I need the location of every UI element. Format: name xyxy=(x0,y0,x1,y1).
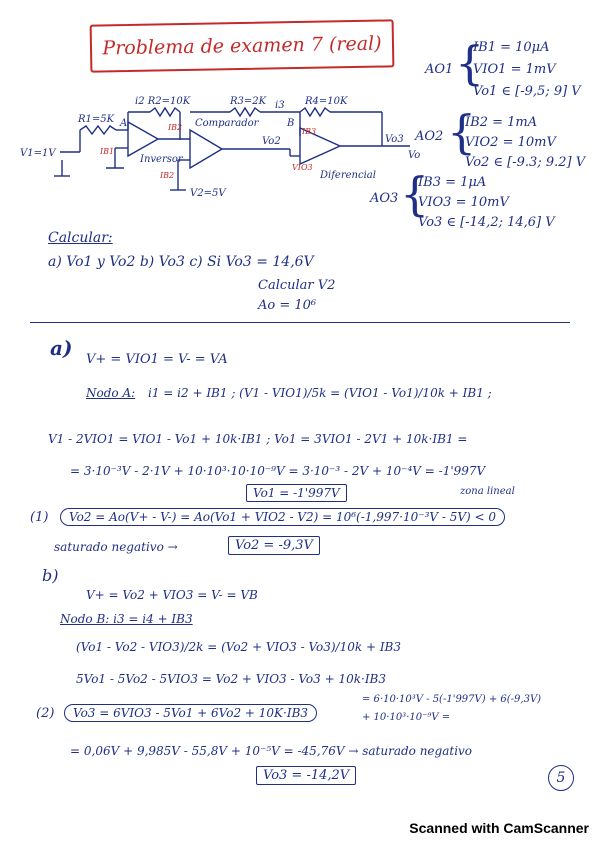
tasks-heading: Calcular: xyxy=(48,230,113,246)
spec-line: IB3 = 1μA xyxy=(418,175,487,190)
label-v2: V2=5V xyxy=(190,188,227,199)
page-title-text: Problema de examen 7 (real) xyxy=(102,32,382,60)
page-number: 5 xyxy=(548,765,574,791)
resistor-r2 xyxy=(149,106,181,118)
part-a-eq5-num: (1) xyxy=(30,510,49,525)
circuit-diagram: V1=1V R1=5K i2 R2=10K R3=2K i3 R4=10K A … xyxy=(20,96,420,199)
opamp-ao2 xyxy=(189,128,224,170)
part-b-eq4b: = 6·10·10³V - 5(-1'997V) + 6(-9,3V) xyxy=(362,694,542,705)
label-vo: Vo xyxy=(408,150,420,161)
part-a-eq5: Vo2 = Ao(V+ - V-) = Ao(Vo1 + VIO2 - V2) … xyxy=(60,508,506,526)
brace-icon: { xyxy=(455,36,485,90)
label-r1: R1=5K xyxy=(77,114,115,125)
spec-line: VIO3 = 10mV xyxy=(418,195,509,210)
resistor-r1 xyxy=(79,124,117,136)
label-b: B xyxy=(286,118,294,129)
part-b-eq5: = 0,06V + 9,985V - 55,8V + 10⁻⁵V = -45,7… xyxy=(70,744,473,758)
tasks-line1: a) Vo1 y Vo2 b) Vo3 c) Si Vo3 = 14,6V xyxy=(48,254,314,270)
label-v1: V1=1V xyxy=(20,148,57,159)
part-b-eq1: V+ = Vo2 + VIO3 = V- = VB xyxy=(86,588,258,602)
label-r3: R3=2K xyxy=(229,96,267,107)
result-vo2: Vo2 = -9,3V xyxy=(228,536,320,555)
spec-line: VIO2 = 10mV xyxy=(465,135,556,150)
opamp-ao1 xyxy=(127,120,160,158)
spec-ao3-label: AO3 xyxy=(370,191,399,206)
label-comparador: Comparador xyxy=(195,118,260,129)
label-i3: i3 xyxy=(275,100,285,111)
spec-line: Vo3 ∈ [-14,2; 14,6] V xyxy=(418,215,555,230)
label-r2: i2 R2=10K xyxy=(135,96,191,107)
page-title: Problema de examen 7 (real) xyxy=(89,19,395,73)
part-a-note: zona lineal xyxy=(460,486,515,497)
label-diferencial: Diferencial xyxy=(319,170,376,181)
part-a-sat: saturado negativo → xyxy=(54,540,178,554)
spec-line: Vo2 ∈ [-9.3; 9.2] V xyxy=(465,155,586,170)
part-b-eq3: 5Vo1 - 5Vo2 - 5VIO3 = Vo2 + VIO3 - Vo3 +… xyxy=(76,672,387,686)
part-a-eq4: = 3·10⁻³V - 2·1V + 10·10³·10·10⁻⁹V = 3·1… xyxy=(70,464,486,478)
tasks-line3: Ao = 10⁶ xyxy=(258,298,317,313)
part-b-node: Nodo B: i3 = i4 + IB3 xyxy=(60,612,193,626)
label-inversor: Inversor xyxy=(139,154,184,165)
brace-icon: { xyxy=(447,105,477,159)
label-vo3: Vo3 xyxy=(385,134,404,145)
spec-ao2-label: AO2 xyxy=(415,129,444,144)
part-b-eq4: Vo3 = 6VIO3 - 5Vo1 + 6Vo2 + 10K·IB3 xyxy=(64,704,318,722)
part-a-eq3: V1 - 2VIO1 = VIO1 - Vo1 + 10k·IB1 ; Vo1 … xyxy=(48,432,468,446)
label-ib1: IB1 xyxy=(99,147,114,156)
part-b-label: b) xyxy=(42,566,59,585)
part-a-label: a) xyxy=(50,336,73,360)
resistor-r3 xyxy=(229,106,261,118)
label-vio3: VIO3 xyxy=(292,163,313,172)
label-ib2b: IB2 xyxy=(159,171,174,180)
spec-line: IB2 = 1mA xyxy=(465,115,538,130)
tasks-line2: Calcular V2 xyxy=(258,278,336,293)
brace-icon: { xyxy=(400,167,430,221)
spec-line: IB1 = 10μA xyxy=(473,40,550,55)
label-node-a: A xyxy=(119,118,127,129)
resistor-r4 xyxy=(299,106,331,118)
part-a-eq2: i1 = i2 + IB1 ; (V1 - VIO1)/5k = (VIO1 -… xyxy=(148,386,492,400)
part-b-eq4-num: (2) xyxy=(36,706,55,721)
part-a-eq1: V+ = VIO1 = V- = VA xyxy=(86,352,228,367)
label-ib2: IB2 xyxy=(167,123,182,132)
part-b-eq2: (Vo1 - Vo2 - VIO3)/2k = (Vo2 + VIO3 - Vo… xyxy=(76,640,402,654)
spec-line: Vo1 ∈ [-9,5; 9] V xyxy=(473,84,581,99)
part-b-eq4c: + 10·10³·10⁻⁹V = xyxy=(362,712,451,723)
spec-line: VIO1 = 1mV xyxy=(473,62,556,77)
result-vo3: Vo3 = -14,2V xyxy=(256,766,357,785)
divider xyxy=(30,322,570,323)
spec-ao1-label: AO1 xyxy=(425,62,454,77)
scanner-watermark: Scanned with CamScanner xyxy=(409,820,589,836)
opamp-ao3 xyxy=(299,126,342,166)
label-ib3: IB3 xyxy=(301,127,316,136)
page-number-text: 5 xyxy=(556,770,566,786)
part-a-node: Nodo A: xyxy=(86,386,136,400)
label-r4: R4=10K xyxy=(304,96,348,107)
result-vo1: Vo1 = -1'997V xyxy=(246,484,347,502)
label-vo2: Vo2 xyxy=(262,136,281,147)
